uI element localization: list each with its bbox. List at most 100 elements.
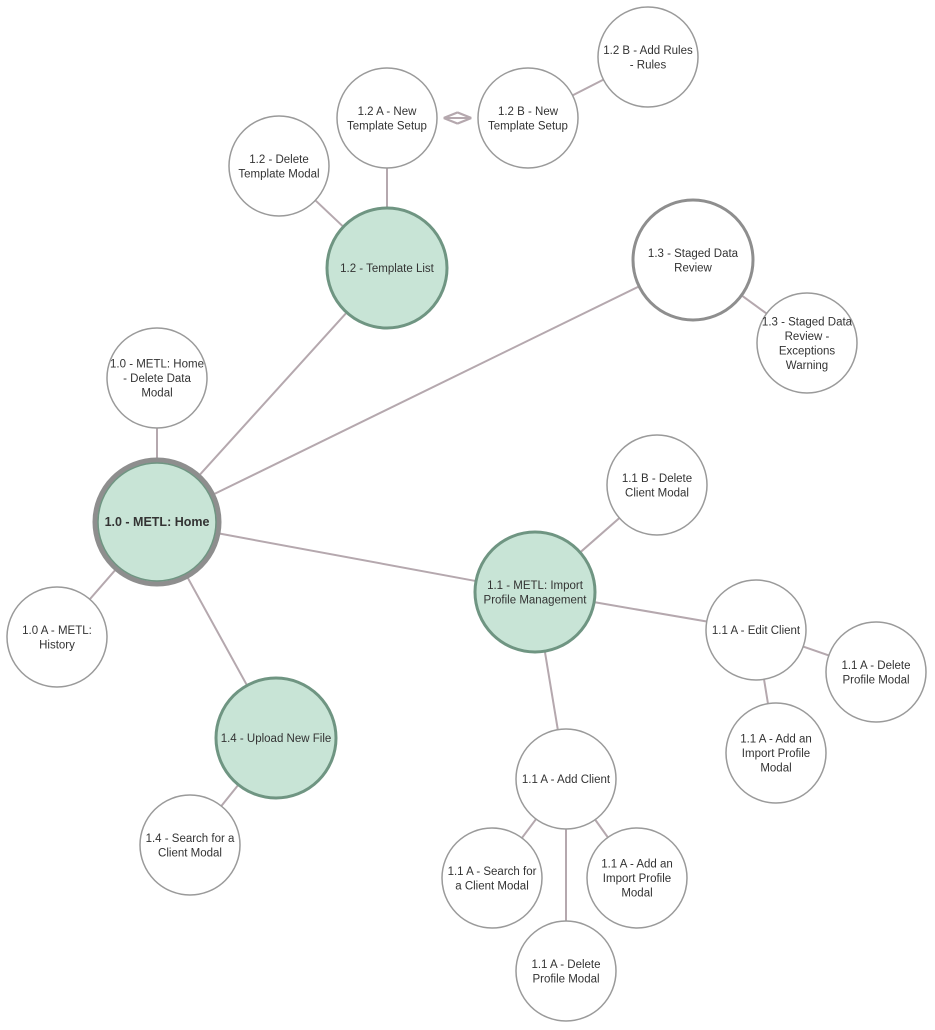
node-label: Profile Modal [842,674,909,686]
node-label: 1.3 - Staged Data [648,248,739,260]
node-circle [106,327,208,429]
edge-upload-upload_search [220,784,240,807]
edge-add_client-add_add_import [594,819,609,838]
node-circle [92,457,222,587]
node-circle [515,920,617,1022]
node-label: 1.4 - Search for a [146,833,235,845]
node-label: 1.2 - Template List [340,263,435,275]
node-inner-ring [97,462,217,582]
node-label: Review [674,262,712,274]
node-circle [139,794,241,896]
node-template-list[interactable]: 1.2 - Template List [325,206,449,330]
node-label: - Rules [630,59,667,71]
node-label: Template Setup [347,120,427,132]
edge-import-edit_client [593,601,707,623]
node-label: 1.1 A - Add an [601,859,673,871]
edge-add_client-add_search [521,818,537,839]
node-upload-search[interactable]: 1.4 - Search for a Client Modal [139,794,241,896]
node-circle [631,198,755,322]
node-label: Review - [785,331,830,343]
node-label: 1.2 A - New [358,106,418,118]
edge-home-home_history [89,568,118,600]
node-circle [705,579,807,681]
node-label: 1.1 B - Delete [622,473,692,485]
node-circle [515,728,617,830]
node-label: Modal [621,888,652,900]
node-template-rules[interactable]: 1.2 B - Add Rules - Rules [597,6,699,108]
edge-home-staged [212,285,640,496]
node-circle [325,206,449,330]
edge-edit_client-edit_delete_profile [802,645,830,657]
node-label: Template Setup [488,120,568,132]
node-circle [336,67,438,169]
node-home-history[interactable]: 1.0 A - METL: History [6,586,108,688]
node-circle [606,434,708,536]
node-label: 1.1 A - Search for [448,866,537,878]
node-circle [6,586,108,688]
node-label: History [39,639,75,651]
edge-template_b-template_rules [572,78,604,97]
node-label: 1.1 - METL: Import [487,580,584,592]
node-label: Warning [786,360,828,372]
node-label: 1.2 B - Add Rules [603,45,693,57]
node-upload[interactable]: 1.4 - Upload New File [214,676,338,800]
node-circle [597,6,699,108]
node-circle [477,67,579,169]
node-circle [756,292,858,394]
node-circle [214,676,338,800]
node-label: 1.1 A - Delete [531,959,600,971]
node-label: 1.0 - METL: Home [105,515,210,529]
node-circle [473,530,597,654]
nodes-layer: 1.0 - METL: Home 1.0 - METL: Home - Delete… [6,6,927,1022]
node-label: Client Modal [158,847,222,859]
node-label: 1.3 - Staged Data [762,316,853,328]
edge-home-upload [186,575,248,686]
node-edit-client[interactable]: 1.1 A - Edit Client [705,579,807,681]
node-circle [228,115,330,217]
node-label: 1.0 - METL: Home [110,359,204,371]
node-add-client[interactable]: 1.1 A - Add Client [515,728,617,830]
edge-template_list-template_delete [314,199,345,228]
node-label: Template Modal [238,168,319,180]
node-circle [586,827,688,929]
node-circle [825,621,927,723]
node-circle [441,827,543,929]
node-label: 1.2 B - New [498,106,559,118]
node-label: - Delete Data [123,373,191,385]
node-label: Profile Management [484,594,588,606]
node-label: Exceptions [779,345,836,357]
edge-import-add_client [543,651,559,730]
node-add-search[interactable]: 1.1 A - Search for a Client Modal [441,827,543,929]
edge-staged-staged_exceptions [740,294,768,315]
edge-import-delete_client [579,517,621,554]
node-label: Client Modal [625,487,689,499]
node-home[interactable]: 1.0 - METL: Home [92,457,222,587]
node-label: Import Profile [603,873,671,885]
node-label: a Client Modal [455,880,529,892]
node-label: Modal [141,388,172,400]
edge-edit_client-edit_add_import [763,679,769,704]
node-label: 1.4 - Upload New File [221,733,332,745]
node-label: Import Profile [742,748,810,760]
node-label: 1.1 A - Edit Client [712,625,801,637]
edge-home-import [217,532,477,583]
node-circle [725,702,827,804]
node-label: 1.1 A - Add Client [522,774,611,786]
node-label: 1.2 - Delete [249,154,308,166]
edges-layer [89,78,830,921]
node-label: 1.0 A - METL: [22,625,92,637]
node-label: 1.1 A - Delete [841,660,910,672]
